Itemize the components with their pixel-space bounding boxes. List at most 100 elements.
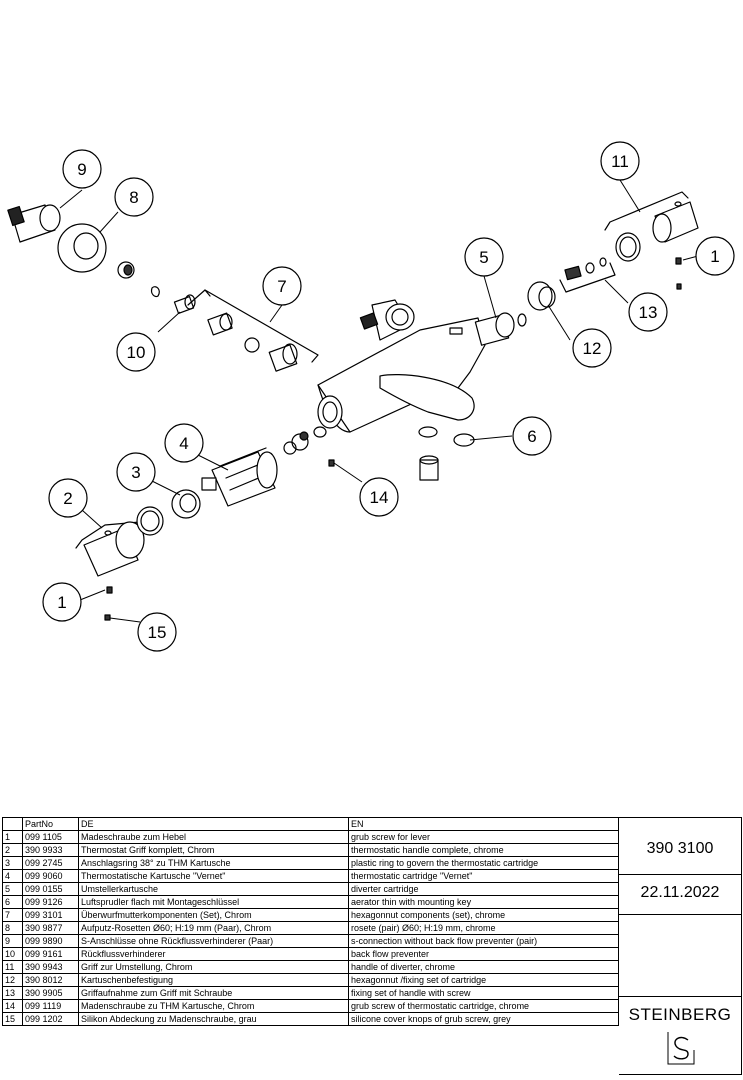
callout-number: 5 <box>479 248 488 267</box>
callout-circle <box>62 149 102 189</box>
description-en: back flow preventer <box>348 947 619 961</box>
row-index: 9 <box>2 934 23 948</box>
description-de: Thermostatische Kartusche "Vernet" <box>78 869 349 883</box>
callout-number: 15 <box>148 623 167 642</box>
row-index: 15 <box>2 1012 23 1026</box>
column-header: DE <box>78 817 349 831</box>
part-number: 390 9943 <box>22 960 79 974</box>
steinberg-logo-icon <box>667 1032 695 1065</box>
row-index: 11 <box>2 960 23 974</box>
description-en: thermostatic handle complete, chrome <box>348 843 619 857</box>
part-number: 099 0155 <box>22 882 79 896</box>
part-number: 099 1119 <box>22 999 79 1013</box>
description-en: silicone cover knops of grub screw, grey <box>348 1012 619 1026</box>
description-de: Luftsprudler flach mit Montageschlüssel <box>78 895 349 909</box>
row-index: 14 <box>2 999 23 1013</box>
part-s-connection <box>7 204 61 243</box>
description-en: diverter cartridge <box>348 882 619 896</box>
callout-number: 11 <box>611 152 629 171</box>
row-index: 6 <box>2 895 23 909</box>
part-number: 390 9877 <box>22 921 79 935</box>
callout-circle <box>262 266 302 306</box>
callout-circle <box>137 612 177 652</box>
title-block: 390 3100 22.11.2022 STEINBERG <box>619 817 742 1075</box>
callout-number: 1 <box>57 593 66 612</box>
part-number: 099 9126 <box>22 895 79 909</box>
part-handle-fixing-set <box>559 257 616 293</box>
part-diverter-handle <box>604 191 699 262</box>
callout-number: 7 <box>277 277 286 296</box>
part-plastic-ring <box>171 489 201 519</box>
part-number: 390 9933 <box>22 843 79 857</box>
brand-name: STEINBERG <box>628 1005 732 1024</box>
part-number: 099 1202 <box>22 1012 79 1026</box>
callout-number: 6 <box>527 427 536 446</box>
part-number: 099 2745 <box>22 856 79 870</box>
column-header: PartNo <box>22 817 79 831</box>
row-index: 3 <box>2 856 23 870</box>
description-en: grub screw for lever <box>348 830 619 844</box>
description-en: rosete (pair) Ø60; H:19 mm, chrome <box>348 921 619 935</box>
description-en: hexagonnut components (set), chrome <box>348 908 619 922</box>
description-en: plastic ring to govern the thermostatic … <box>348 856 619 870</box>
callout-circle <box>116 332 156 372</box>
mixer-body <box>317 299 486 433</box>
article-number: 390 3100 <box>646 840 714 857</box>
part-diverter-cartridge <box>474 312 527 346</box>
part-hexagonnut-components <box>187 289 319 372</box>
description-de: Madeschraube zum Hebel <box>78 830 349 844</box>
callout-circle <box>572 328 612 368</box>
callout-number: 10 <box>127 343 146 362</box>
part-number: 390 8012 <box>22 973 79 987</box>
callout-number: 3 <box>131 463 140 482</box>
callout-circle <box>116 452 156 492</box>
callout-circle <box>48 478 88 518</box>
description-de: Griff zur Umstellung, Chrom <box>78 960 349 974</box>
description-en: aerator thin with mounting key <box>348 895 619 909</box>
description-de: Aufputz-Rosetten Ø60; H:19 mm (Paar), Ch… <box>78 921 349 935</box>
row-index: 5 <box>2 882 23 896</box>
column-header <box>2 817 23 831</box>
callout-number: 12 <box>583 339 602 358</box>
description-en: handle of diverter, chrome <box>348 960 619 974</box>
part-cartridge-fixing <box>527 281 556 311</box>
part-number: 099 9161 <box>22 947 79 961</box>
callout-circle <box>628 292 668 332</box>
row-index: 4 <box>2 869 23 883</box>
drawing-date: 22.11.2022 <box>640 884 720 901</box>
callout-circle <box>164 423 204 463</box>
callout-circle <box>512 416 552 456</box>
description-de: Thermostat Griff komplett, Chrom <box>78 843 349 857</box>
row-index: 10 <box>2 947 23 961</box>
callout-number: 9 <box>77 160 86 179</box>
row-index: 13 <box>2 986 23 1000</box>
description-en: fixing set of handle with screw <box>348 986 619 1000</box>
description-de: Anschlagsring 38° zu THM Kartusche <box>78 856 349 870</box>
description-de: Silikon Abdeckung zu Madenschraube, grau <box>78 1012 349 1026</box>
part-back-flow-preventer <box>173 294 196 314</box>
callout-number: 8 <box>129 188 138 207</box>
row-index: 12 <box>2 973 23 987</box>
column-header: EN <box>348 817 619 831</box>
callout-circle <box>600 141 640 181</box>
row-index: 2 <box>2 843 23 857</box>
part-thermostatic-cartridge <box>201 426 327 507</box>
row-index: 7 <box>2 908 23 922</box>
description-de: Umstellerkartusche <box>78 882 349 896</box>
description-en: hexagonnut /fixing set of cartridge <box>348 973 619 987</box>
description-de: Madenschraube zu THM Kartusche, Chrom <box>78 999 349 1013</box>
callout-number: 13 <box>639 303 658 322</box>
